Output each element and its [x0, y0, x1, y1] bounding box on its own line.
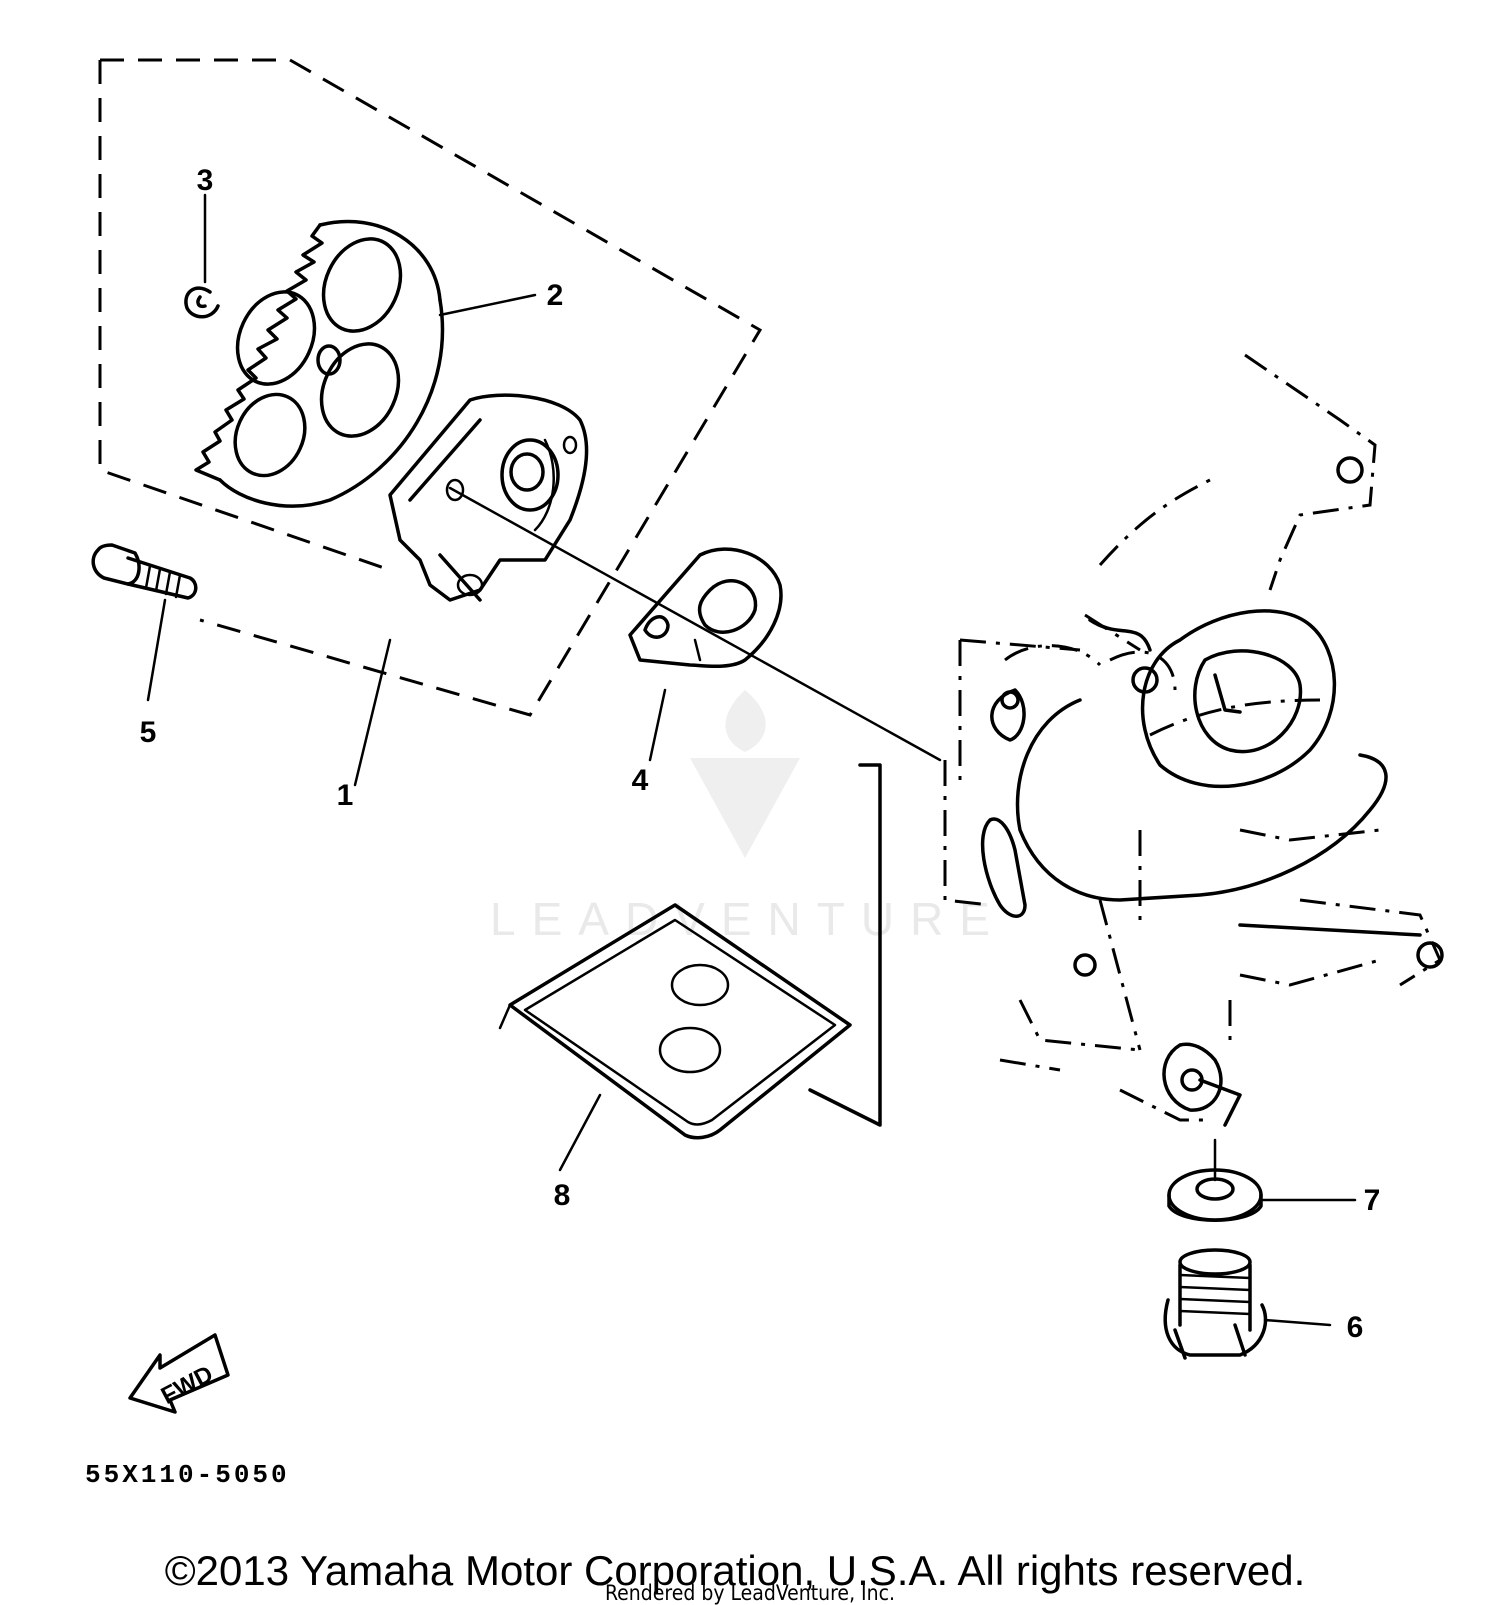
leadventure-watermark: LEADVENTURE	[490, 690, 1006, 945]
drain-washer	[1167, 1138, 1357, 1222]
oil-pump-body	[388, 393, 589, 602]
oil-pump-gear	[194, 219, 445, 508]
callout-3: 3	[197, 164, 214, 197]
shaft-axis-line	[448, 486, 942, 762]
callout-6: 6	[1347, 1311, 1364, 1344]
callout-1: 1	[337, 779, 354, 812]
leader-4	[648, 688, 667, 762]
crankcase-outline	[943, 353, 1444, 1127]
oil-pump-gasket	[628, 547, 783, 668]
callout-8: 8	[554, 1179, 571, 1212]
fwd-arrow-icon: FWD	[128, 1333, 230, 1414]
copyright-notice: ©2013 Yamaha Motor Corporation, U.S.A. A…	[165, 1547, 1306, 1594]
fwd-label: FWD	[157, 1360, 218, 1409]
oil-strainer	[498, 903, 852, 1172]
assembly-boundary	[98, 58, 763, 717]
rendered-by-credit: Rendered by LeadVenture, Inc.	[605, 1581, 895, 1605]
callout-7: 7	[1364, 1184, 1381, 1217]
drain-bolt	[1163, 1248, 1332, 1360]
leader-1	[353, 638, 392, 787]
callout-5: 5	[140, 716, 157, 749]
callout-2: 2	[547, 279, 564, 312]
callout-4: 4	[632, 764, 649, 797]
diagram-code: 55X110-5050	[85, 1460, 290, 1490]
circlip	[184, 193, 220, 319]
leader-2	[438, 293, 537, 317]
watermark-text: LEADVENTURE	[490, 893, 1006, 945]
bolt	[91, 543, 198, 702]
strainer-bracket-line	[808, 763, 882, 1127]
